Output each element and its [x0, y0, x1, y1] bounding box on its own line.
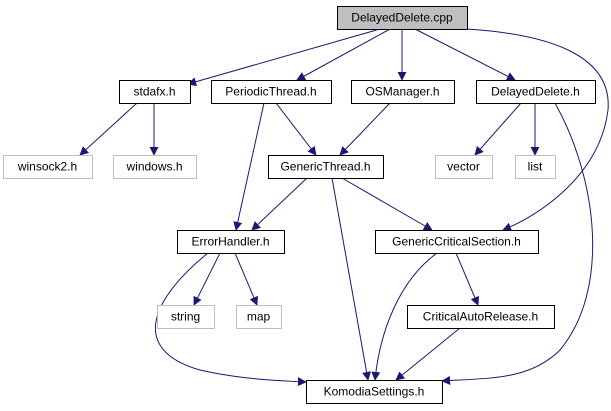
edge-delayeddelete_cpp-to-genericcriticalsection_h	[466, 28, 609, 232]
node-box	[177, 230, 285, 254]
edge-errorhandler_h-to-string	[193, 252, 221, 306]
nodes-layer: DelayedDelete.cpp stdafx.h PeriodicThread.…	[3, 6, 596, 404]
node-delayeddelete_h[interactable]: DelayedDelete.h	[476, 80, 596, 104]
node-map: map	[236, 305, 282, 329]
edge-errorhandler_h-to-komodiasettings_h	[155, 252, 307, 387]
node-komodiasettings_h[interactable]: KomodiaSettings.h	[306, 380, 443, 404]
node-box	[407, 305, 555, 329]
node-winsock2_h: winsock2.h	[3, 155, 93, 179]
node-box	[119, 80, 191, 104]
node-periodicthread_h[interactable]: PeriodicThread.h	[211, 80, 332, 104]
node-box	[337, 6, 468, 30]
node-label: string	[171, 310, 200, 324]
node-label: winsock2.h	[17, 160, 77, 174]
node-delayeddelete_cpp[interactable]: DelayedDelete.cpp	[337, 6, 468, 30]
node-label: stdafx.h	[133, 85, 175, 99]
edge-errorhandler_h-to-map	[234, 252, 258, 306]
edge-genericthread_h-to-errorhandler_h	[251, 177, 308, 231]
node-label: CriticalAutoRelease.h	[423, 310, 538, 324]
edge-genericthread_h-to-genericcriticalsection_h	[341, 177, 433, 231]
node-genericthread_h[interactable]: GenericThread.h	[268, 155, 384, 179]
node-label: list	[528, 160, 543, 174]
edge-delayeddelete_cpp-to-stdafx_h	[187, 28, 381, 87]
edge-delayeddelete_cpp-to-periodicthread_h	[296, 28, 391, 81]
edge-periodicthread_h-to-genericthread_h	[275, 102, 317, 156]
node-vector: vector	[435, 155, 493, 179]
edge-genericcriticalsection_h-to-komodiasettings_h	[371, 252, 438, 381]
node-label: GenericThread.h	[280, 160, 370, 174]
edge-delayeddelete_h-to-komodiasettings_h	[441, 102, 594, 385]
node-box	[351, 80, 455, 104]
edge-criticalautorelease_h-to-komodiasettings_h	[395, 327, 461, 381]
node-stdafx_h[interactable]: stdafx.h	[119, 80, 191, 104]
node-label: KomodiaSettings.h	[324, 385, 425, 399]
node-box	[435, 155, 493, 179]
node-box	[236, 305, 282, 329]
node-label: map	[247, 310, 271, 324]
node-box	[211, 80, 332, 104]
node-box	[306, 380, 443, 404]
edge-stdafx_h-to-winsock2_h	[79, 102, 138, 156]
node-label: vector	[447, 160, 480, 174]
node-genericcriticalsection_h[interactable]: GenericCriticalSection.h	[375, 230, 539, 254]
node-label: GenericCriticalSection.h	[392, 235, 521, 249]
node-errorhandler_h[interactable]: ErrorHandler.h	[177, 230, 285, 254]
edge-delayeddelete_h-to-vector	[474, 102, 522, 156]
node-windows_h: windows.h	[113, 155, 197, 179]
node-box	[476, 80, 596, 104]
node-box	[157, 305, 215, 329]
node-label: DelayedDelete.h	[491, 85, 580, 99]
node-label: ErrorHandler.h	[191, 235, 269, 249]
node-box	[515, 155, 556, 179]
edge-delayeddelete_cpp-to-delayeddelete_h	[414, 28, 516, 81]
node-label: windows.h	[125, 160, 182, 174]
node-criticalautorelease_h[interactable]: CriticalAutoRelease.h	[407, 305, 555, 329]
node-label: OSManager.h	[365, 85, 439, 99]
edge-periodicthread_h-to-errorhandler_h	[233, 102, 265, 231]
node-list: list	[515, 155, 556, 179]
node-string: string	[157, 305, 215, 329]
node-box	[113, 155, 197, 179]
edge-genericthread_h-to-komodiasettings_h	[331, 177, 372, 381]
node-label: PeriodicThread.h	[225, 85, 316, 99]
node-box	[375, 230, 539, 254]
node-label: DelayedDelete.cpp	[351, 11, 453, 25]
edges-layer	[79, 28, 609, 387]
edge-genericcriticalsection_h-to-criticalautorelease_h	[455, 252, 479, 306]
node-box	[268, 155, 384, 179]
node-osmanager_h[interactable]: OSManager.h	[351, 80, 455, 104]
edge-osmanager_h-to-genericthread_h	[339, 102, 391, 156]
node-box	[3, 155, 93, 179]
